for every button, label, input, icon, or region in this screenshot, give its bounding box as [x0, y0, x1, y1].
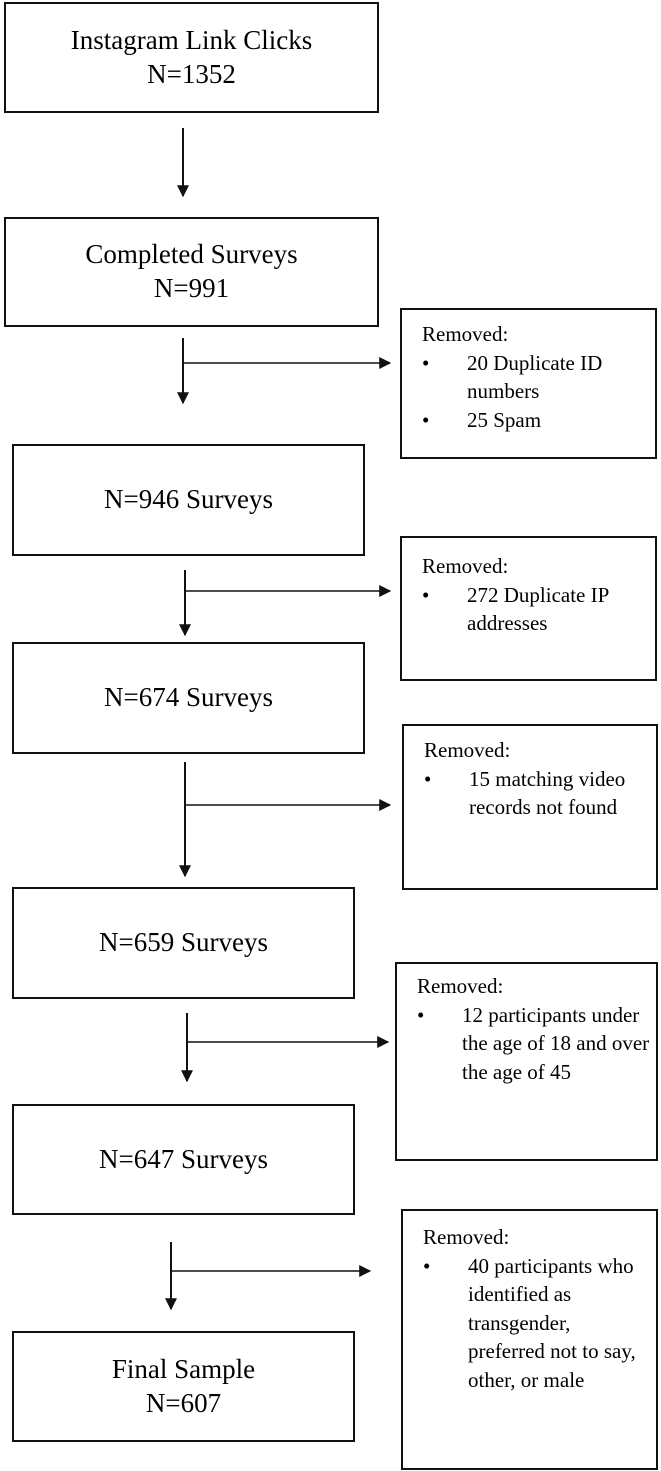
stage-box-946: N=946 Surveys	[12, 444, 365, 556]
stage-count: N=607	[145, 1387, 222, 1418]
stage-count: N=991	[153, 273, 230, 303]
removal-box-3: Removed: 15 matching video records not f…	[402, 724, 658, 890]
stage-box-final-sample: Final Sample N=607	[12, 1331, 355, 1442]
removal-box-4: Removed: 12 participants under the age o…	[395, 962, 658, 1161]
stage-box-659: N=659 Surveys	[12, 887, 355, 999]
stage-label: N=647 Surveys	[99, 1143, 268, 1174]
removal-box-5: Removed: 40 participants who identified …	[401, 1209, 658, 1470]
removal-list: 15 matching video records not found	[424, 765, 650, 822]
stage-box-link-clicks: Instagram Link Clicks N=1352	[4, 2, 379, 113]
removal-box-1: Removed: 20 Duplicate ID numbers 25 Spam	[400, 308, 657, 459]
removal-heading: Removed:	[424, 738, 511, 762]
removal-item: 25 Spam	[422, 406, 649, 435]
stage-box-674: N=674 Surveys	[12, 642, 365, 754]
stage-label: N=659 Surveys	[99, 927, 268, 958]
removal-list: 12 participants under the age of 18 and …	[417, 1001, 650, 1087]
removal-item: 12 participants under the age of 18 and …	[417, 1001, 650, 1087]
removal-item: 272 Duplicate IP addresses	[422, 581, 649, 638]
removal-heading: Removed:	[417, 974, 504, 998]
removal-list: 272 Duplicate IP addresses	[422, 581, 649, 638]
stage-label: Completed Surveys	[85, 239, 298, 270]
stage-count: N=1352	[147, 58, 236, 89]
removal-heading: Removed:	[423, 1225, 510, 1249]
stage-label: N=946 Surveys	[104, 484, 273, 515]
removal-item: 15 matching video records not found	[424, 765, 650, 822]
removal-item: 40 participants who identified as transg…	[423, 1252, 650, 1395]
removal-box-2: Removed: 272 Duplicate IP addresses	[400, 536, 657, 681]
removal-list: 40 participants who identified as transg…	[423, 1252, 650, 1395]
removal-heading: Removed:	[422, 322, 509, 346]
stage-box-647: N=647 Surveys	[12, 1104, 355, 1215]
stage-label: N=674 Surveys	[104, 682, 273, 713]
stage-label: Instagram Link Clicks	[70, 24, 313, 55]
stage-box-completed-surveys: Completed Surveys N=991	[4, 217, 379, 327]
stage-label: Final Sample	[111, 1353, 256, 1384]
removal-heading: Removed:	[422, 554, 509, 578]
removal-list: 20 Duplicate ID numbers 25 Spam	[422, 349, 649, 435]
removal-item: 20 Duplicate ID numbers	[422, 349, 649, 406]
